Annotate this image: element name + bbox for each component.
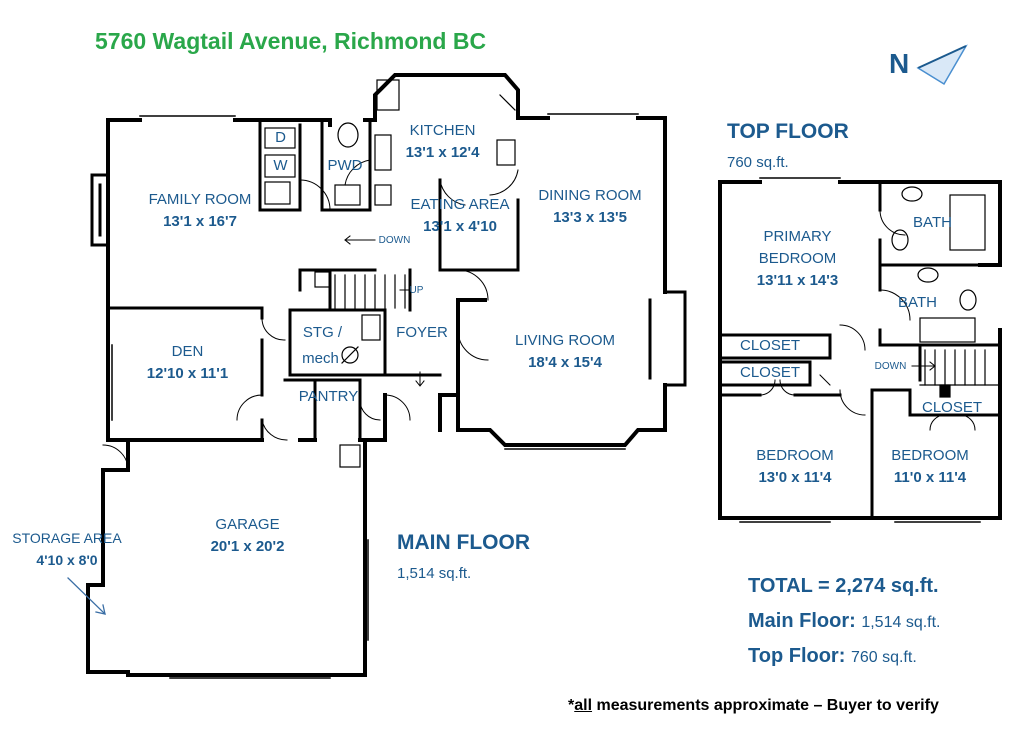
north-label: N [889,48,910,79]
room-name: GARAGE [215,516,280,533]
top-fixtures [891,186,986,398]
room-family: FAMILY ROOM 13'1 x 16'7 [120,189,280,233]
room-bedroom-1: BEDROOM 13'0 x 11'4 [730,445,860,489]
room-name: DEN [171,343,204,360]
room-dining: DINING ROOM 13'3 x 13'5 [520,185,660,229]
total-sqft: TOTAL = 2,274 sq.ft. [748,575,939,597]
room-storage: STORAGE AREA 4'10 x 8'0 [2,527,132,571]
disclaimer-underlined: all [574,697,593,714]
room-name: FAMILY ROOM [148,191,252,208]
room-dim: 13'11 x 14'3 [756,272,839,289]
label-closet-1: CLOSET [739,337,800,354]
label-bath-2: BATH [898,294,937,311]
label-top-down: DOWN [874,361,907,372]
total-main-value: 1,514 sq.ft. [861,614,941,631]
room-name: KITCHEN [409,122,476,139]
room-dim: 13'1 x 12'4 [405,144,480,161]
top-floor-sqft: 760 sq.ft. [727,154,789,171]
main-windows [111,113,639,679]
top-doors [759,209,976,431]
storage-arrow [67,577,106,615]
main-floor-interior-walls [108,118,520,442]
room-bedroom-2: BEDROOM 11'0 x 11'4 [870,445,990,489]
room-eating-area: EATING AREA 13'1 x 4'10 [395,194,525,238]
label-main-down: DOWN [378,235,411,246]
total-main-label: Main Floor: [748,610,856,632]
top-windows [739,177,981,523]
room-dim: 20'1 x 20'2 [210,538,285,555]
label-foyer: FOYER [396,324,448,341]
room-primary-bedroom: PRIMARY BEDROOM 13'11 x 14'3 [735,226,860,292]
north-arrow-icon [916,44,968,86]
main-floor-heading: MAIN FLOOR [397,531,530,554]
room-dim: 4'10 x 8'0 [36,552,98,568]
room-dim: 13'1 x 4'10 [423,218,497,235]
stair-arrows [344,235,936,387]
label-pwd: PWD [327,157,363,174]
room-kitchen: KITCHEN 13'1 x 12'4 [385,120,500,164]
disclaimer-prefix: * [568,697,575,714]
main-doors [102,159,519,471]
main-floor-walls [86,73,667,677]
label-washer: W [273,157,288,174]
total-main-floor: Main Floor: 1,514 sq.ft. [748,610,941,633]
label-bath-1: BATH [913,214,952,231]
room-living: LIVING ROOM 18'4 x 15'4 [495,330,635,374]
disclaimer-rest: measurements approximate – Buyer to veri… [592,697,939,714]
label-pantry: PANTRY [298,388,359,405]
top-floor-heading: TOP FLOOR [727,120,849,143]
room-name: BEDROOM [891,447,969,464]
room-name: DINING ROOM [538,187,642,204]
room-dim: 13'1 x 16'7 [163,213,237,230]
total-top-label: Top Floor: [748,645,846,667]
room-dim: 11'0 x 11'4 [893,469,967,486]
room-dim: 13'3 x 13'5 [553,209,627,226]
room-name: PRIMARY [763,228,832,245]
total-top-value: 760 sq.ft. [850,649,917,666]
room-garage: GARAGE 20'1 x 20'2 [180,514,315,558]
main-floor-sqft: 1,514 sq.ft. [397,565,472,582]
label-dryer: D [275,129,286,146]
top-stairs [919,349,999,386]
main-stairs [334,274,406,309]
label-closet-3: CLOSET [921,399,982,416]
room-name: EATING AREA [410,196,510,213]
room-name: STORAGE AREA [12,530,122,546]
label-main-up: UP [409,285,424,296]
disclaimer: *all measurements approximate – Buyer to… [568,697,939,715]
top-floor-interior-walls [720,180,1002,520]
room-name: LIVING ROOM [514,332,615,349]
top-floor-walls [718,180,1002,520]
label-closet-2: CLOSET [739,364,800,381]
label-mech: mech [302,350,339,367]
room-dim: 12'10 x 11'1 [146,365,229,382]
label-stg: STG / [302,324,343,341]
main-fixtures [264,79,516,468]
room-name: BEDROOM [756,447,834,464]
page-title: 5760 Wagtail Avenue, Richmond BC [95,28,487,54]
room-dim: 18'4 x 15'4 [528,354,602,371]
total-top-floor: Top Floor: 760 sq.ft. [748,645,917,668]
room-dim: 13'0 x 11'4 [758,469,832,486]
room-den: DEN 12'10 x 11'1 [120,341,255,385]
fireplaces [90,173,687,387]
room-name-2: BEDROOM [758,250,837,267]
